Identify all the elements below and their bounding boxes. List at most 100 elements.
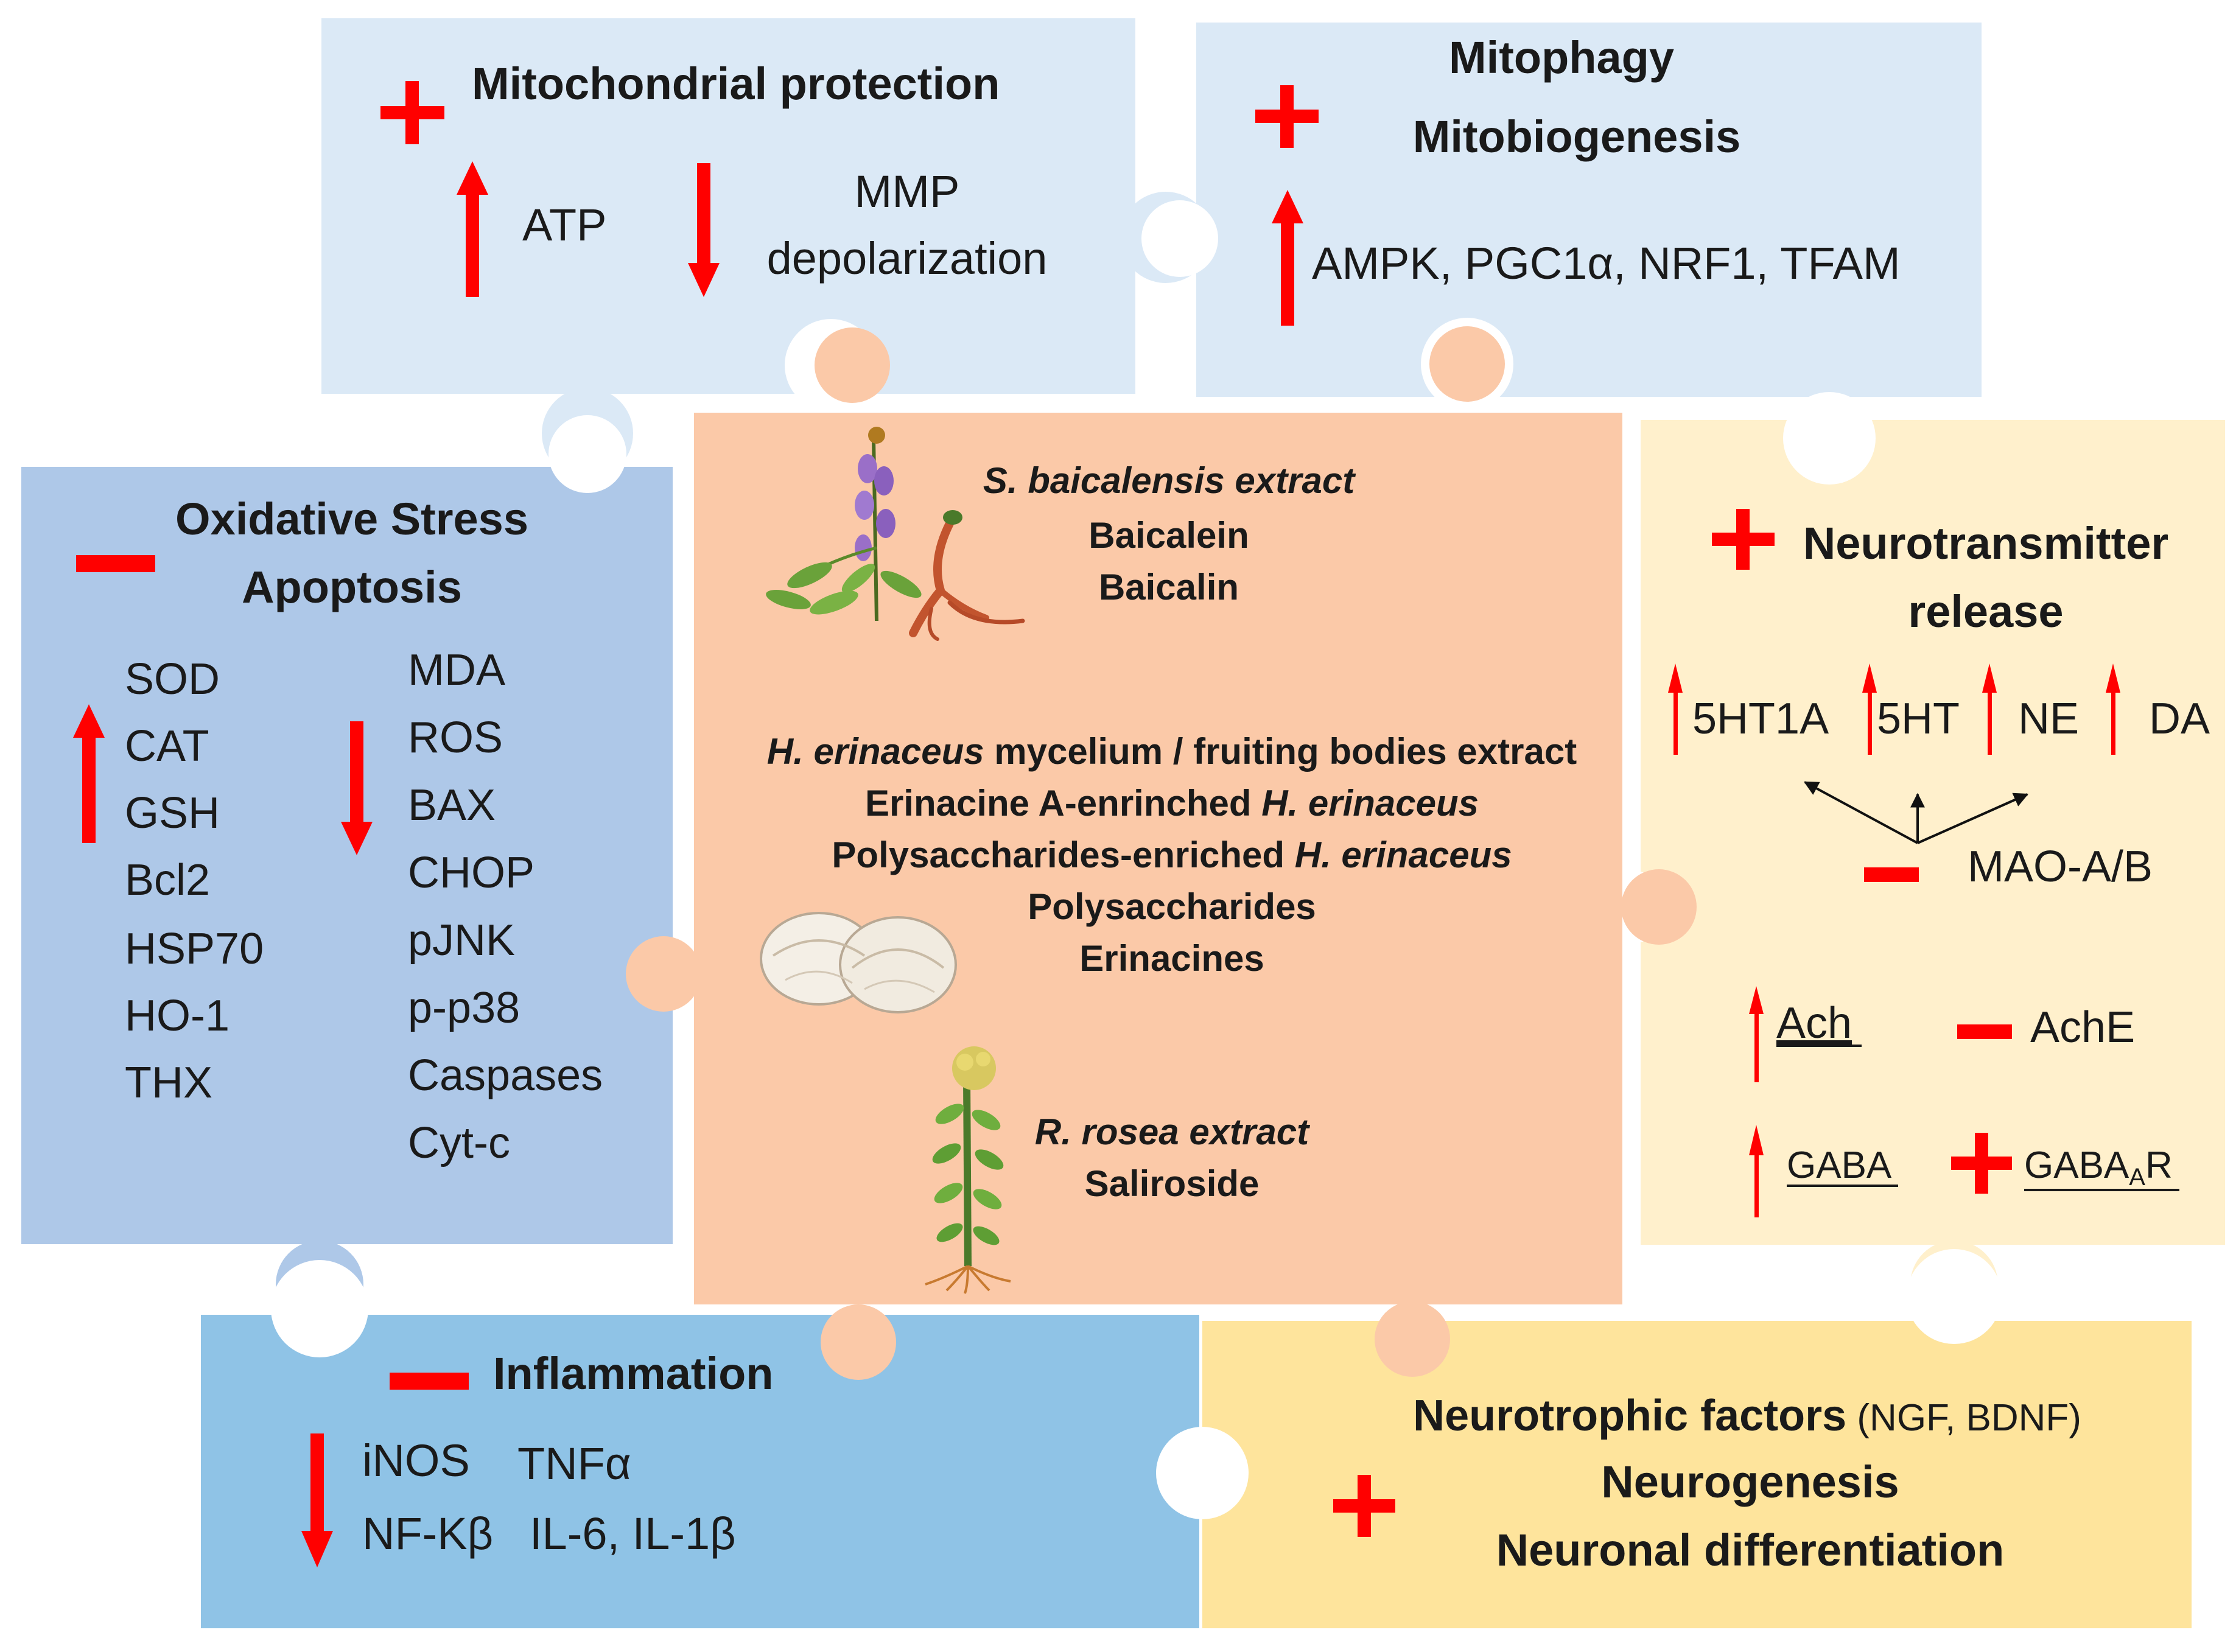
ox-up-item: Bcl2: [125, 856, 210, 905]
mmp-label: MMP: [855, 166, 960, 217]
mito-content: Mitochondrial protection ATP MMP depolar…: [380, 58, 1047, 297]
minus-icon: [1957, 1024, 2012, 1039]
erinacines-label: Erinacines: [1079, 938, 1264, 979]
up-arrow-icon: [1862, 663, 1877, 755]
nfkb-label: NF-Kβ: [362, 1508, 493, 1559]
nt-up-item: DA: [2149, 695, 2210, 743]
minus-icon: [1864, 867, 1919, 882]
gabaar-suffix: R: [2145, 1144, 2173, 1186]
saliroside-label: Saliroside: [1085, 1163, 1260, 1204]
neurotrophic-piece-notch-top: [1907, 1249, 2002, 1344]
neurotrophic-piece-body: [1202, 1321, 2192, 1628]
oxidative-piece-body: [21, 467, 673, 1244]
inflammation-piece-notch-top: [271, 1260, 368, 1357]
mitobiogenesis-title: Mitobiogenesis: [1413, 111, 1741, 162]
he-line-1: H. erinaceus mycelium / fruiting bodies …: [767, 731, 1577, 772]
ox-up-item: HSP70: [125, 925, 264, 973]
neurotrophic-content: Neurotrophic factors (NGF, BDNF) Neuroge…: [1333, 1391, 2081, 1575]
ox-down-item: Caspases: [408, 1051, 603, 1100]
ox-up-item: HO-1: [125, 992, 230, 1040]
neurotransmitter-title: Neurotransmitter: [1803, 518, 2168, 569]
inflammation-piece-body: [201, 1315, 1199, 1628]
minus-icon: [76, 555, 155, 572]
mitophagy-content: Mitophagy Mitobiogenesis AMPK, PGC1α, NR…: [1255, 32, 1901, 326]
ox-up-item: THX: [125, 1059, 212, 1107]
up-arrow-icon: [1668, 663, 1683, 755]
skullcap-plant-icon: [766, 427, 1025, 641]
nt-up-item: 5HT1A: [1692, 695, 1829, 743]
up-arrow-icon: [2106, 663, 2120, 755]
mitophagy-title: Mitophagy: [1449, 32, 1674, 83]
ox-down-item: CHOP: [408, 849, 534, 897]
center-piece-tab-bottom-right: [1375, 1301, 1450, 1377]
plus-icon: [1333, 1475, 1395, 1537]
atp-label: ATP: [522, 200, 606, 250]
center-piece: [626, 326, 1697, 1380]
inflammation-piece: [201, 1260, 1252, 1628]
he-line-1-rest: mycelium / fruiting bodies extract: [984, 731, 1577, 772]
ox-down-item: p-p38: [408, 984, 520, 1032]
he-species: H. erinaceus: [1295, 835, 1512, 875]
down-arrow-icon: [301, 1433, 333, 1567]
up-arrow-icon: [1982, 663, 1997, 755]
rr-name: R. rosea extract: [1035, 1111, 1311, 1152]
baicalin-label: Baicalin: [1099, 567, 1239, 607]
neurotrophic-title-bold: Neurotrophic factors: [1413, 1391, 1846, 1440]
center-piece-tab-right: [1621, 869, 1697, 945]
he-species: H. erinaceus: [767, 731, 984, 772]
gabaar-prefix: GABA: [2024, 1144, 2129, 1186]
mito-piece-body: [321, 18, 1135, 394]
up-arrow-icon: [1749, 1125, 1764, 1217]
oxidative-piece-notch-top: [548, 415, 626, 493]
sb-name: S. baicalensis extract: [983, 460, 1356, 501]
oxidative-content: Oxidative Stress Apoptosis SOD CAT GSH B…: [73, 494, 603, 1167]
he-line-2: Erinacine A-enrinched H. erinaceus: [865, 783, 1479, 824]
ach-label: Ach: [1776, 999, 1852, 1048]
center-piece-tab-bottom-left: [821, 1304, 896, 1380]
il-label: IL-6, IL-1β: [530, 1508, 736, 1559]
neurogenesis-label: Neurogenesis: [1601, 1457, 1899, 1507]
plus-icon: [380, 81, 444, 144]
nt-up-item: 5HT: [1877, 695, 1960, 743]
ox-down-item: ROS: [408, 713, 503, 762]
ox-down-item: pJNK: [408, 916, 515, 965]
he-line-3-prefix: Polysaccharides-enriched: [832, 835, 1294, 875]
ox-down-item: Cyt-c: [408, 1119, 510, 1167]
up-arrow-icon: [457, 161, 488, 297]
ox-down-item: MDA: [408, 646, 505, 695]
gaba-label: GABA: [1787, 1144, 1892, 1186]
depolarization-label: depolarization: [767, 233, 1048, 284]
down-arrow-icon: [341, 721, 373, 855]
release-title: release: [1908, 586, 2063, 637]
ox-down-item: BAX: [408, 781, 496, 830]
mitophagy-piece-notch-left: [1141, 200, 1218, 277]
nt-up-item: NE: [2018, 695, 2079, 743]
neurotrophic-piece-notch-left: [1156, 1427, 1249, 1519]
mito-piece: [321, 18, 1211, 479]
neurotransmitter-content: Neurotransmitter release 5HT1A 5HT NE DA: [1668, 509, 2210, 1217]
ox-up-item: CAT: [125, 722, 209, 771]
center-piece-tab-top-left: [815, 327, 890, 403]
plus-icon: [1712, 509, 1775, 570]
neurotransmitter-piece-notch-top: [1783, 392, 1876, 485]
gabaar-label: GABAAR: [2024, 1144, 2173, 1191]
mito-title: Mitochondrial protection: [472, 58, 1000, 109]
baicalein-label: Baicalein: [1088, 515, 1249, 556]
up-arrow-icon: [1272, 190, 1303, 326]
down-arrow-icon: [688, 163, 720, 297]
apoptosis-title: Apoptosis: [242, 562, 462, 612]
oxidative-piece: [21, 415, 673, 1328]
inflammation-title: Inflammation: [493, 1348, 773, 1399]
neurotrophic-title: Neurotrophic factors (NGF, BDNF): [1413, 1391, 2081, 1440]
up-arrow-icon: [73, 704, 105, 843]
neuronal-differentiation-label: Neuronal differentiation: [1496, 1525, 2005, 1575]
plus-icon: [1255, 85, 1319, 148]
ampk-label: AMPK, PGC1α, NRF1, TFAM: [1312, 238, 1901, 289]
polysaccharides-label: Polysaccharides: [1028, 886, 1316, 927]
inos-label: iNOS: [362, 1435, 470, 1486]
mushroom-icon: [760, 912, 957, 1013]
gabaar-subscript: A: [2129, 1164, 2145, 1191]
up-arrow-icon: [1749, 986, 1764, 1082]
plus-icon: [1951, 1133, 2012, 1194]
tnfa-label: TNFα: [517, 1438, 631, 1489]
